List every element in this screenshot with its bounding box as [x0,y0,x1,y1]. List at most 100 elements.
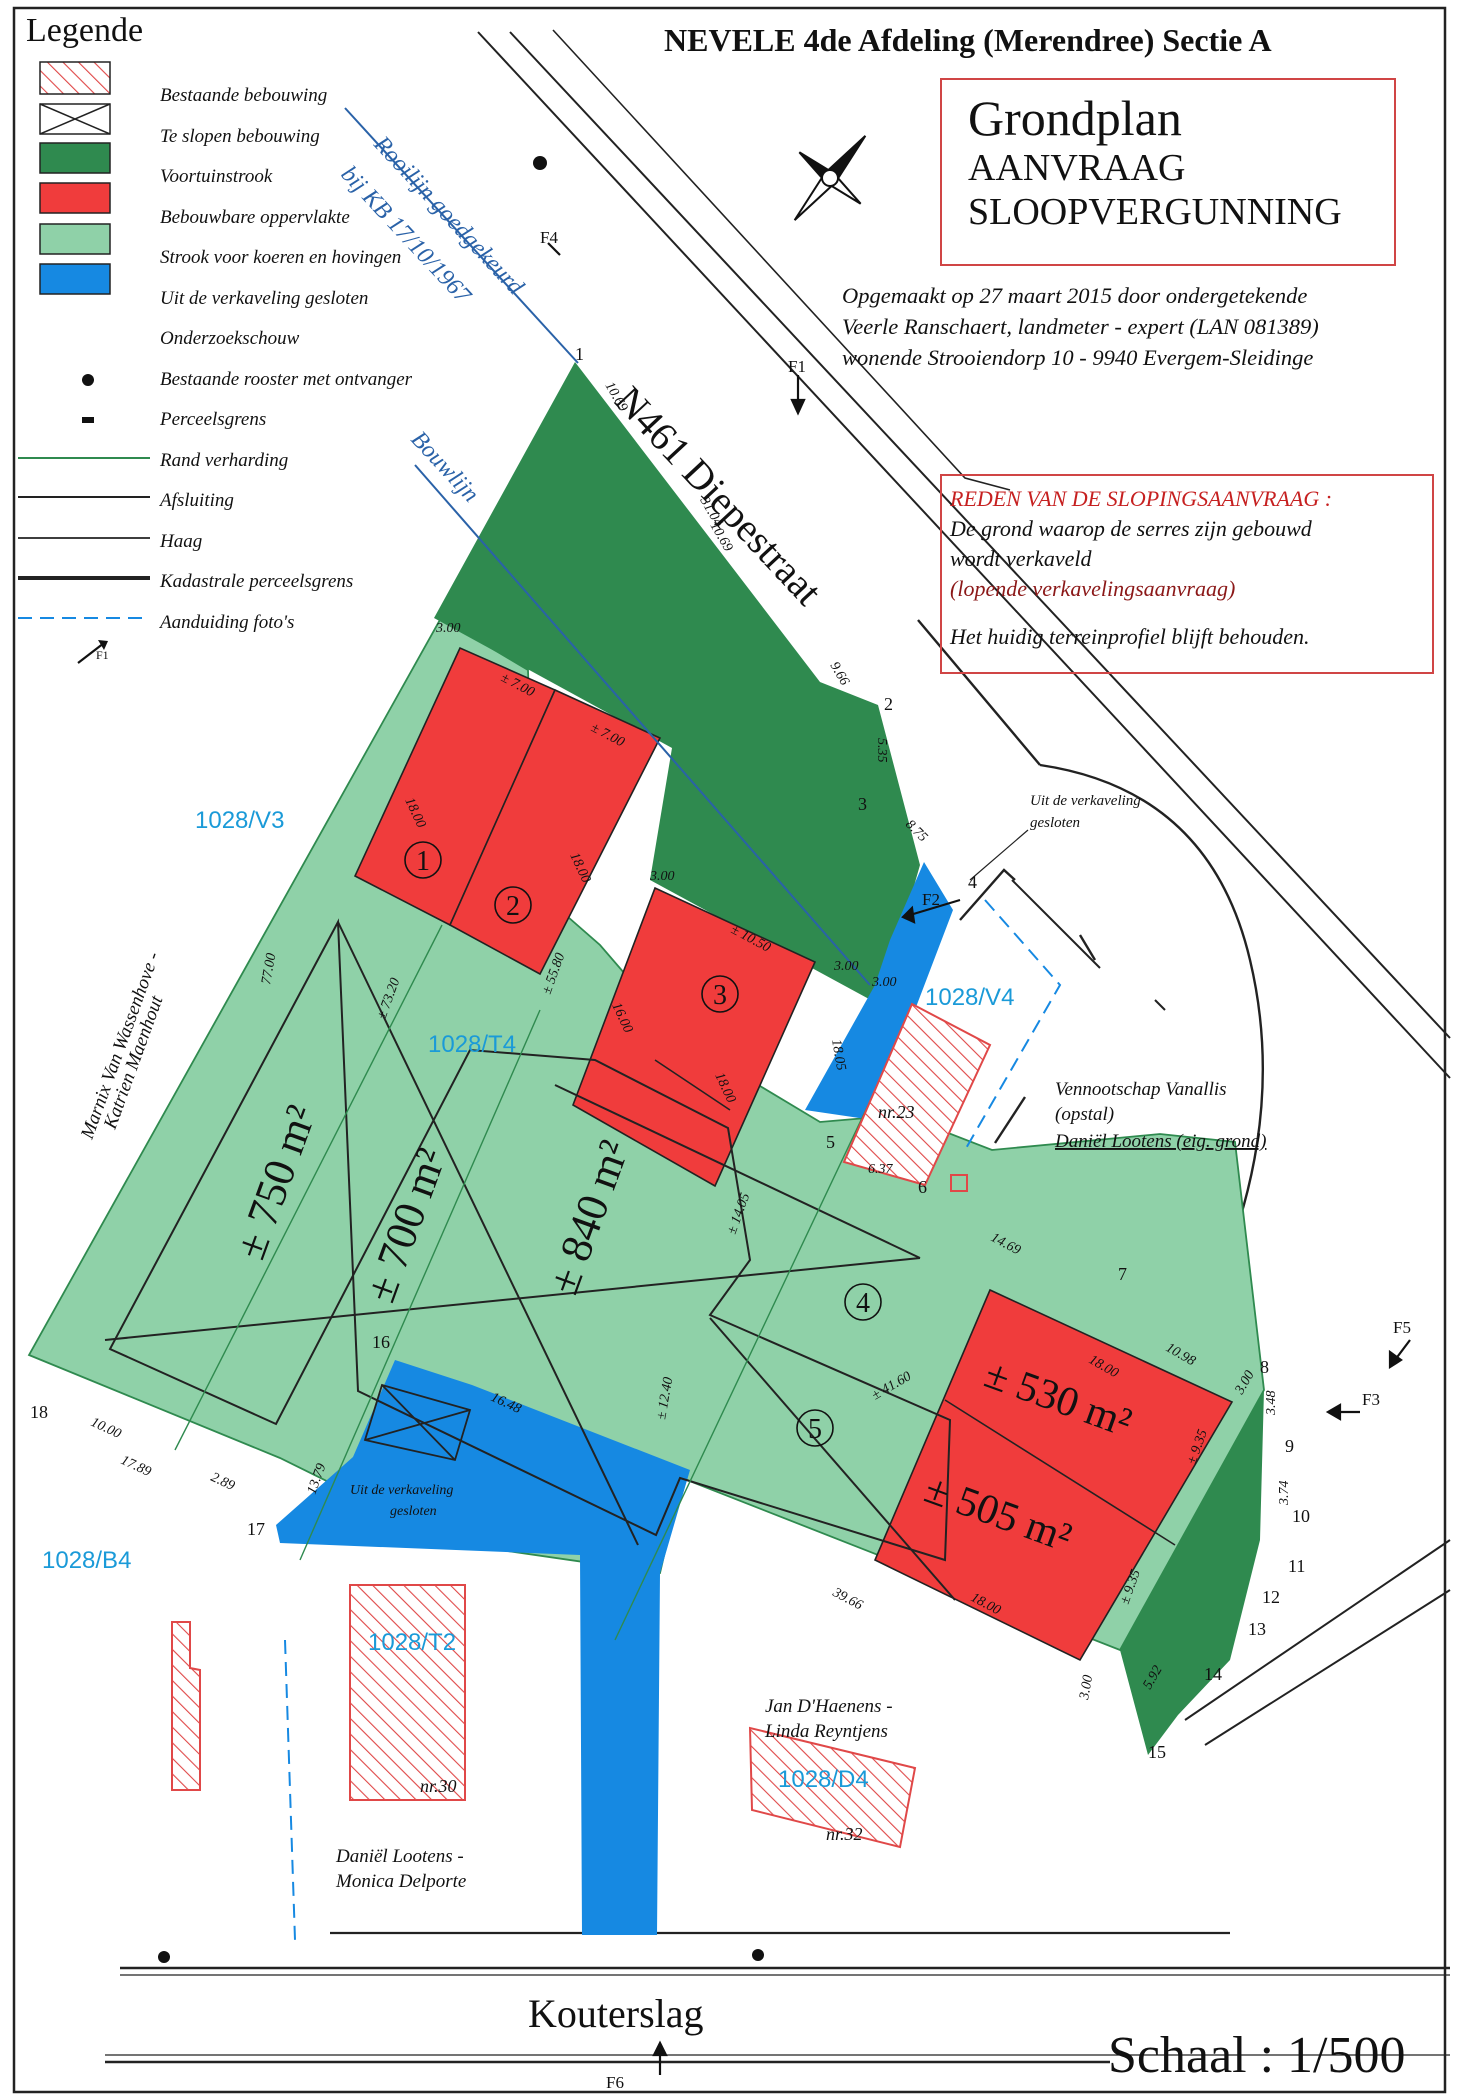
reason-line-3: (lopende verkavelingsaanvraag) [950,576,1236,601]
legend-item-parcel-boundary: Perceelsgrens [160,409,267,431]
svg-text:13: 13 [1248,1619,1266,1639]
svg-text:3.00: 3.00 [649,869,675,884]
svg-text:10.00: 10.00 [88,1415,123,1442]
legend-item-cadastral: Kadastrale perceelsgrens [160,571,354,593]
front-garden-strip [434,362,920,1005]
parcel-t4: 1028/T4 [428,1031,516,1058]
reason-line-4: Het huidig terreinprofiel blijft behoude… [950,624,1310,649]
parcel-d4: 1028/D4 [778,1766,869,1793]
scale-label: Schaal : 1/500 [1108,2027,1406,2084]
svg-text:6.37: 6.37 [868,1162,894,1177]
excluded-south-label-1: Uit de verkaveling [350,1483,453,1498]
excluded-north-label-1: Uit de verkaveling [1030,793,1141,809]
svg-text:F6: F6 [606,2073,624,2092]
svg-text:9.66: 9.66 [827,660,852,689]
legend-symbols [18,61,150,664]
svg-text:± 12.40: ± 12.40 [654,1376,676,1421]
svg-text:7: 7 [1118,1264,1127,1284]
made-by-line-3: wonende Strooiendorp 10 - 9940 Evergem-S… [842,345,1314,370]
reason-line-2: wordt verkaveld [950,546,1092,571]
parcel-t2: 1028/T2 [368,1629,456,1656]
lot-outlines [104,918,956,1601]
svg-text:17: 17 [247,1519,265,1539]
legend-item-front-garden: Voortuinstrook [160,166,273,188]
parcel-v3: 1028/V3 [195,807,284,834]
legend: Legende Bestaande bebouwing Te slopen be… [24,12,444,662]
owner-south-b-1: Jan D'Haenens - [765,1696,893,1717]
cadastral-boundaries [284,899,1062,1941]
svg-text:12: 12 [1262,1587,1280,1607]
reason-box: REDEN VAN DE SLOPINGSAANVRAAG : De grond… [940,474,1434,674]
lot-numbers: 1 2 3 4 5 [404,841,882,1447]
house-nr-30: nr.30 [420,1776,457,1796]
svg-text:3.00: 3.00 [1077,1674,1096,1702]
svg-text:F4: F4 [540,228,558,247]
svg-text:2.89: 2.89 [208,1470,237,1494]
owner-vanallis-1: Vennootschap Vanallis [1055,1079,1227,1100]
title-box: Grondplan AANVRAAG SLOOPVERGUNNING [940,78,1396,266]
excluded-strip-north [805,862,953,1120]
svg-text:5: 5 [826,1132,835,1152]
svg-text:3.00: 3.00 [871,975,897,990]
north-arrow-icon [793,135,867,221]
legend-item-hedge: Haag [160,530,203,552]
svg-text:16: 16 [372,1332,390,1352]
svg-text:9: 9 [1285,1436,1294,1456]
lot-3: 3 [713,980,727,1011]
legend-item-pavement-edge: Rand verharding [160,449,289,471]
lot-4: 4 [856,1288,870,1319]
manholes [158,156,764,1963]
legend-item-fence: Afsluiting [160,490,234,512]
to-demolish-building [363,1383,472,1462]
legend-title: Legende [26,12,144,49]
plan-subtitle-2: SLOOPVERGUNNING [968,191,1342,233]
photo-labels: F1 F2 F3 F4 F5 F6 [540,228,1411,2092]
legend-item-manhole: Onderzoekschouw [160,328,300,350]
svg-text:F3: F3 [1362,1390,1380,1409]
legend-item-existing: Bestaande bebouwing [160,85,328,107]
svg-text:15: 15 [1148,1742,1166,1762]
svg-text:11: 11 [1288,1556,1305,1576]
made-by-line-2: Veerle Ranschaert, landmeter - expert (L… [842,314,1319,339]
legend-photo-code: F1 [96,648,109,662]
svg-text:3.48: 3.48 [1264,1391,1279,1417]
owner-south-b-2: Linda Reyntjens [764,1721,888,1742]
house-nr-23: nr.23 [878,1102,915,1122]
street-kouterslag: Kouterslag [528,1991,704,2036]
svg-text:F1: F1 [788,357,806,376]
reason-line-1: De grond waarop de serres zijn gebouwd [950,516,1312,541]
svg-text:77.00: 77.00 [259,952,279,986]
house-nr-32: nr.32 [826,1824,863,1844]
svg-text:3.00: 3.00 [435,621,461,636]
owner-vanallis-2: (opstal) [1055,1104,1114,1125]
lot-2: 2 [506,891,520,922]
legend-item-gardens: Strook voor koeren en hovingen [160,247,402,269]
svg-text:18: 18 [30,1402,48,1422]
legend-item-excluded: Uit de verkaveling gesloten [160,287,369,309]
svg-text:10: 10 [1292,1506,1310,1526]
svg-text:17.89: 17.89 [118,1453,153,1480]
lot-1: 1 [416,846,430,877]
reason-title: REDEN VAN DE SLOPINGSAANVRAAG : [950,486,1333,511]
svg-text:3.74: 3.74 [1277,1481,1292,1507]
header-title: NEVELE 4de Afdeling (Merendree) Sectie A [664,22,1272,58]
svg-text:39.66: 39.66 [829,1585,865,1614]
excluded-north-label-2: gesloten [1030,815,1080,831]
parcel-b4: 1028/B4 [42,1547,131,1574]
svg-text:5.35: 5.35 [874,738,889,763]
legend-item-photos: Aanduiding foto's [160,611,295,633]
buildable-zones [353,646,1234,1662]
svg-text:1: 1 [575,344,584,364]
svg-text:3: 3 [858,794,867,814]
building-lines [344,107,871,986]
svg-text:8: 8 [1260,1357,1269,1377]
svg-text:14: 14 [1204,1664,1222,1684]
svg-text:4: 4 [968,872,977,892]
dimension-labels: 10.69 31.04 10.69 9.66 5.35 8.75 3.00 3.… [88,380,1292,1702]
excluded-strip-south [276,1360,690,1935]
svg-text:3.00: 3.00 [833,959,859,974]
made-by-line-1: Opgemaakt op 27 maart 2015 door onderget… [842,283,1308,308]
owner-vanallis-3: Daniël Lootens (eig. grond) [1054,1131,1266,1152]
plan-title: Grondplan [968,90,1182,146]
